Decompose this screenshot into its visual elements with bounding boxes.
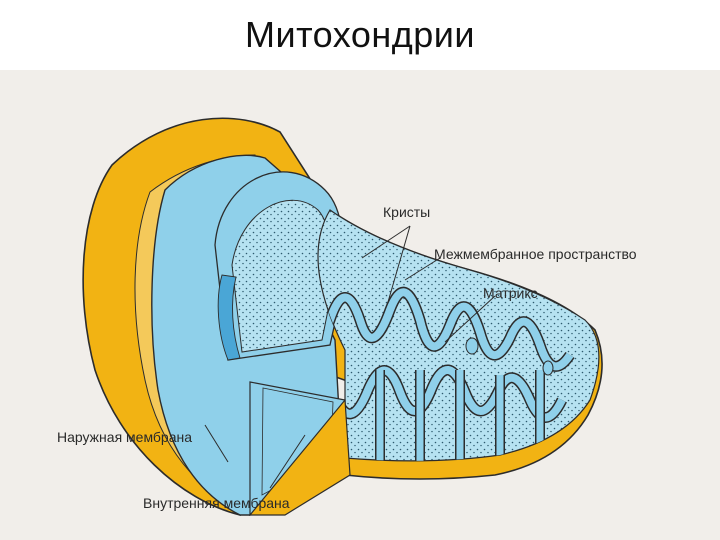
- label-cristae: Кристы: [383, 204, 430, 220]
- label-outer-membrane: Наружная мембрана: [57, 429, 192, 445]
- label-intermembrane-space: Межмембранное пространство: [434, 246, 637, 262]
- mitochondrion-diagram: [0, 70, 720, 540]
- label-matrix: Матрикс: [483, 285, 538, 301]
- slide-title: Митохондрии: [0, 14, 720, 56]
- label-inner-membrane: Внутренняя мембрана: [143, 495, 290, 511]
- mitochondrion-figure: Кристы Межмембранное пространство Матрик…: [0, 70, 720, 540]
